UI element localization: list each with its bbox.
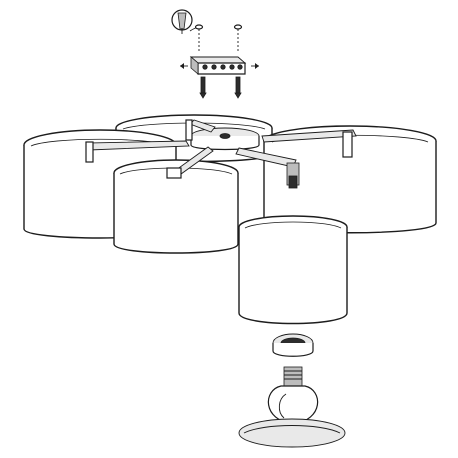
arm-icon: [235, 147, 300, 189]
arm-icon: [85, 140, 190, 163]
screw-icon: [233, 24, 243, 51]
screwdriver-icon: [171, 9, 203, 34]
lampshade-icon: [238, 215, 348, 325]
arm-icon: [185, 119, 216, 141]
bulb-icon: [267, 366, 319, 425]
screw-icon: [199, 76, 207, 99]
screw-icon: [194, 24, 204, 51]
arrow-left-icon: [180, 63, 188, 69]
hub-icon: [190, 127, 260, 151]
arm-icon: [261, 129, 357, 158]
arm-icon: [166, 146, 214, 179]
arrow-right-icon: [251, 63, 259, 69]
bracket-icon: [189, 56, 247, 75]
screw-icon: [234, 76, 242, 99]
ring-icon: [272, 333, 314, 357]
disc-icon: [238, 418, 346, 448]
